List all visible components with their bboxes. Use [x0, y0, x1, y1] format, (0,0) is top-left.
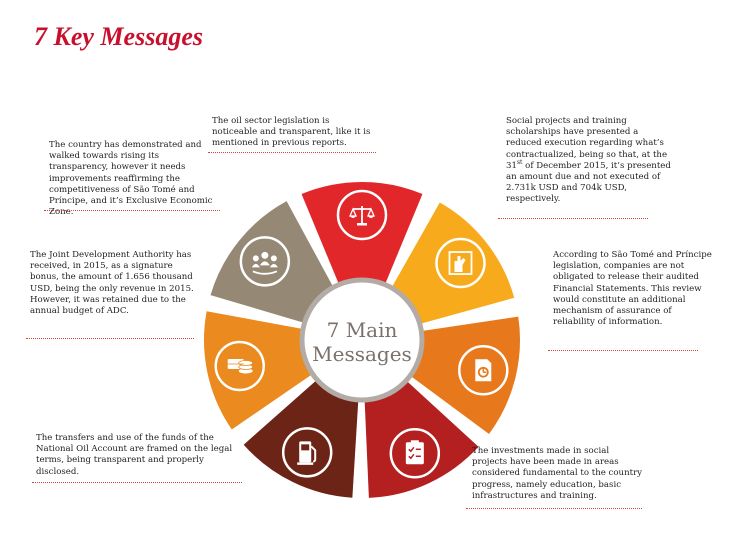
- message-jda-underline: [26, 338, 194, 339]
- message-audit-underline: [548, 350, 698, 351]
- center-title-line1: 7 Main: [327, 318, 398, 342]
- people-icon: [251, 251, 278, 275]
- icons-layer: [227, 206, 492, 465]
- message-social-underline: [498, 218, 648, 219]
- scales-icon: [349, 206, 375, 226]
- document-icon: [475, 359, 492, 382]
- fuel-pump-icon: [297, 441, 317, 465]
- segments-layer: [203, 182, 520, 498]
- message-social-text-2: of December 2015, it’s presented an amou…: [506, 160, 671, 205]
- center-circle: [299, 277, 425, 403]
- message-transparency: The country has demonstrated and walked …: [49, 140, 213, 218]
- checklist-icon: [405, 440, 424, 465]
- message-jda: The Joint Development Authority has rece…: [30, 250, 194, 317]
- message-oil-account-underline: [32, 482, 242, 483]
- message-social: Social projects and training scholarship…: [506, 116, 676, 206]
- message-investments: The investments made in social projects …: [472, 446, 643, 501]
- message-investments-underline: [466, 508, 642, 509]
- message-transparency-underline: [44, 210, 220, 211]
- message-social-text-1: Social projects and training scholarship…: [506, 116, 668, 171]
- message-legislation-underline: [208, 152, 376, 153]
- message-oil-account: The transfers and use of the funds of th…: [36, 433, 233, 477]
- hand-icon: [448, 251, 473, 275]
- message-legislation: The oil sector legislation is noticeable…: [212, 116, 371, 149]
- message-social-superscript: st: [516, 158, 523, 166]
- center-title-line2: Messages: [312, 342, 412, 366]
- message-audit: According to São Tomé and Príncipe legis…: [553, 250, 712, 328]
- page-title: 7 Key Messages: [34, 22, 203, 51]
- coins-icon: [227, 358, 254, 374]
